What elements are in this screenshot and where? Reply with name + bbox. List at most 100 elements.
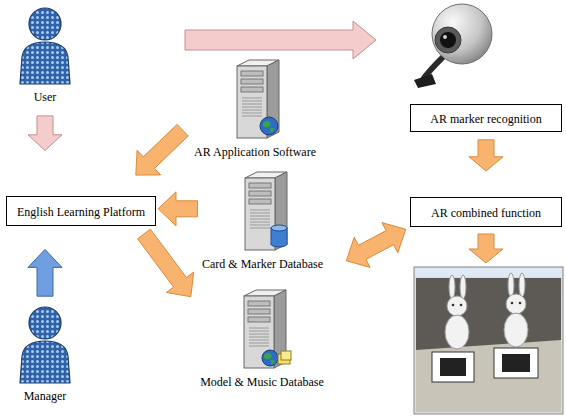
process-box: AR combined function (410, 197, 562, 227)
shape-line (242, 116, 262, 117)
shape-ellipse (508, 273, 514, 297)
shape-circle (260, 117, 278, 135)
shape-circle (506, 294, 526, 314)
person-icon (15, 5, 75, 85)
shape-circle (262, 350, 278, 366)
shape-line (249, 331, 269, 332)
shape-circle (460, 304, 463, 307)
block-arrow (28, 249, 62, 296)
shape-line (249, 334, 269, 335)
shape-line (242, 101, 262, 102)
user-actor: User (15, 5, 75, 105)
block-arrow (28, 116, 62, 151)
block-arrow (138, 229, 194, 297)
shape-rect (241, 79, 263, 84)
shape-rect (440, 358, 466, 376)
shape-ellipse (460, 275, 466, 299)
shape-ellipse (271, 241, 287, 247)
shape-rect (241, 87, 263, 92)
label-group: Card & Marker Database (200, 254, 325, 272)
shape-line (250, 222, 270, 223)
label-group: AR Application Software (192, 142, 318, 160)
shape-line (249, 343, 269, 344)
shape-path (414, 74, 436, 88)
node-label: Card & Marker Database (202, 257, 323, 271)
shape-circle (511, 302, 514, 305)
node-label: AR combined function (431, 206, 541, 220)
shape-line (242, 104, 262, 105)
node-label: English Learning Platform (17, 205, 145, 219)
shape-circle (452, 304, 455, 307)
user-to-camera-arrow (185, 21, 376, 59)
shape-line (250, 225, 270, 226)
ar-screenshot (414, 267, 563, 414)
shape-ellipse (504, 313, 528, 347)
server-node: AR Application Software (192, 58, 318, 160)
block-arrow (136, 124, 188, 175)
shape-ellipse (271, 225, 287, 231)
shape-line (250, 228, 270, 229)
shape-rect (248, 317, 270, 322)
label-group: Model & Music Database (198, 372, 326, 390)
shape-ellipse (445, 315, 469, 349)
shape-circle (447, 296, 467, 316)
shape-path (20, 42, 70, 84)
server-icon (232, 288, 292, 370)
shape-line (249, 340, 269, 341)
label-group: AR marker recognition (430, 109, 541, 127)
node-label: User (34, 90, 57, 104)
shape-rect (416, 278, 561, 412)
shape-line (249, 346, 269, 347)
shape-rect (249, 191, 271, 196)
label-group: User (15, 87, 75, 105)
label-group: AR combined function (431, 203, 541, 221)
shape-path (20, 341, 70, 383)
database-node: Model & Music Database (198, 288, 326, 390)
shape-rect (241, 71, 263, 76)
shape-ellipse (449, 275, 455, 299)
label-group: English Learning Platform (17, 202, 145, 220)
shape-path (424, 58, 442, 78)
shape-path (263, 121, 271, 128)
block-arrow (346, 223, 406, 268)
node-label: Manager (24, 389, 67, 403)
manager-actor: Manager (15, 304, 75, 404)
process-box: English Learning Platform (6, 196, 156, 226)
block-arrow (158, 192, 197, 226)
database-node: Card & Marker Database (200, 170, 325, 272)
shape-ellipse (519, 273, 525, 297)
shape-rect (271, 240, 286, 244)
shape-line (250, 210, 270, 211)
person-icon (15, 304, 75, 384)
shape-path (270, 128, 274, 133)
shape-line (250, 216, 270, 217)
flow-arrow-down (469, 234, 503, 263)
shape-rect (248, 309, 270, 314)
shape-rect (502, 354, 530, 372)
webcam-icon (414, 4, 492, 88)
shape-circle (440, 32, 456, 48)
shape-rect (249, 199, 271, 204)
shape-circle (29, 307, 61, 339)
shape-line (242, 107, 262, 108)
shape-line (249, 337, 269, 338)
shape-line (242, 113, 262, 114)
shape-line (249, 328, 269, 329)
node-label: AR Application Software (194, 145, 316, 159)
node-label: AR marker recognition (430, 112, 541, 126)
node-label: Model & Music Database (200, 375, 324, 389)
label-group: Manager (15, 386, 75, 404)
shape-circle (432, 4, 492, 64)
shape-circle (519, 302, 522, 305)
shape-circle (435, 27, 461, 53)
shape-rect (494, 348, 538, 378)
shape-path (264, 353, 272, 360)
shape-line (250, 213, 270, 214)
shape-line (242, 98, 262, 99)
shape-circle (443, 35, 447, 39)
server-icon (225, 58, 285, 140)
shape-rect (415, 268, 562, 277)
shape-rect (432, 352, 474, 382)
shape-rect (244, 296, 274, 368)
